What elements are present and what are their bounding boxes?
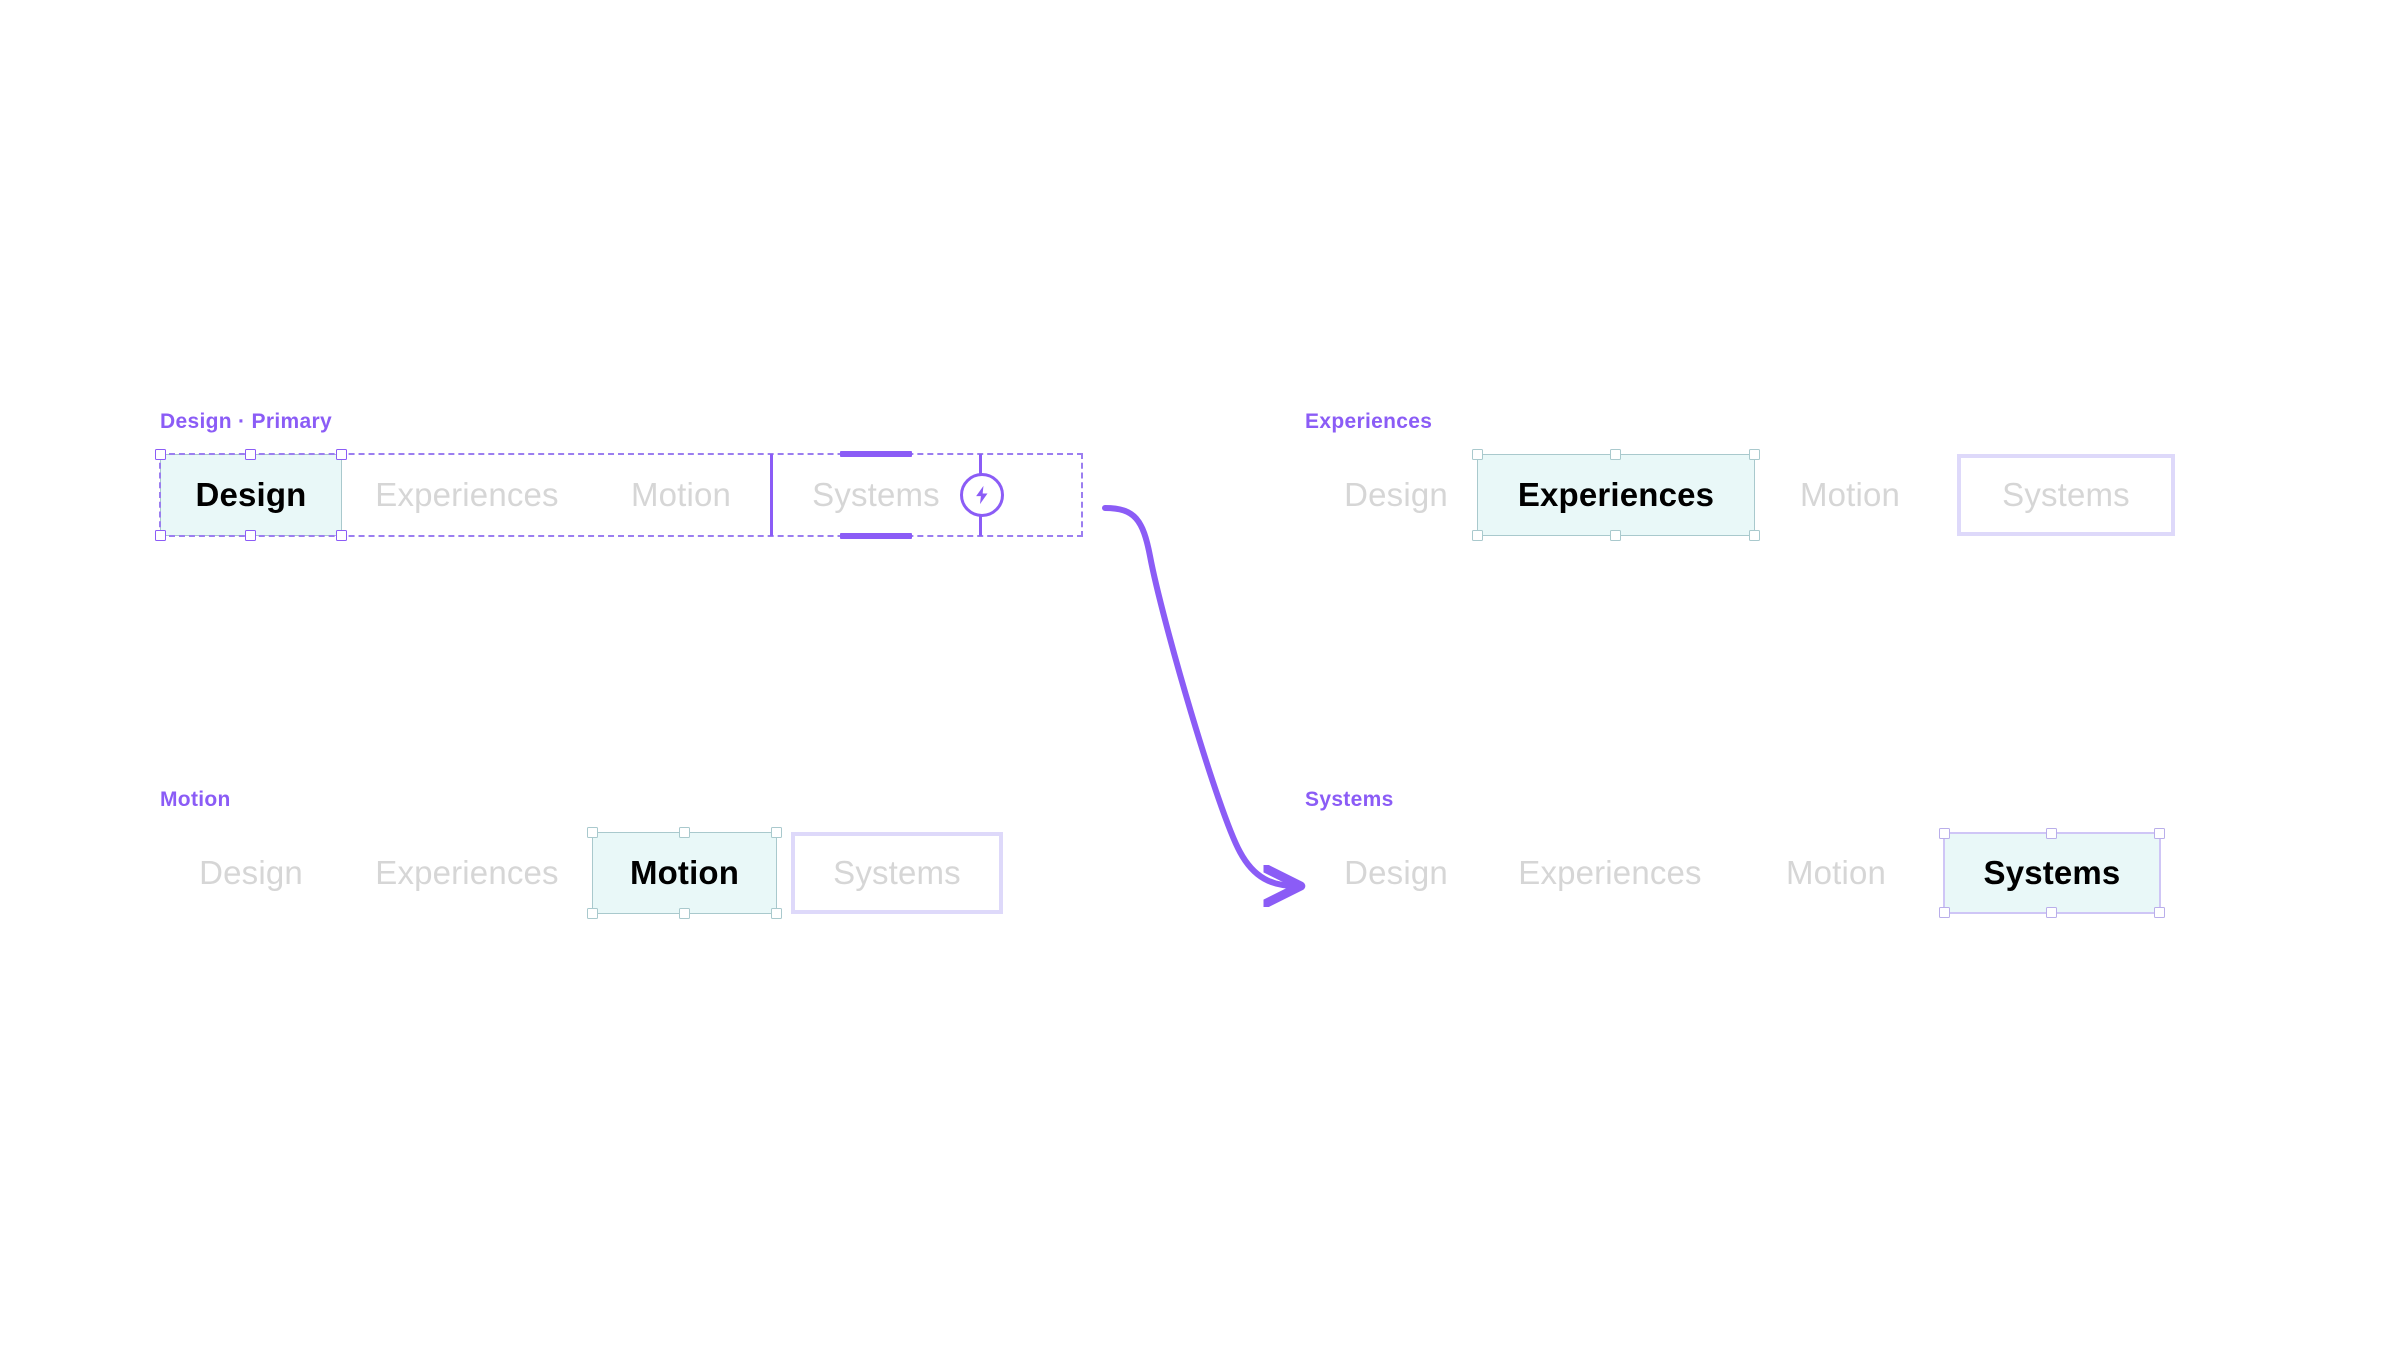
resize-handle-top-center[interactable] <box>1610 449 1621 460</box>
segment-label: Systems <box>1983 854 2121 891</box>
segment-experiences[interactable]: Experiences <box>342 832 592 914</box>
segment-label: Experiences <box>375 854 559 891</box>
resize-handle-top-left[interactable] <box>155 449 166 460</box>
segment-label: Design <box>195 476 307 513</box>
resize-handle-top-left[interactable] <box>1939 828 1950 839</box>
segment-label: Experiences <box>1518 854 1702 891</box>
segmented-control-motion: Design Experiences Motion Systems <box>160 827 1003 919</box>
resize-handle-bottom-left[interactable] <box>1472 530 1483 541</box>
resize-handle-bottom-center[interactable] <box>678 908 690 919</box>
segmented-control-systems: Design Experiences Motion Systems <box>1305 828 2165 918</box>
segment-label: Systems <box>812 476 940 513</box>
resize-handle-bottom-left[interactable] <box>587 908 598 919</box>
lightning-bolt-badge[interactable] <box>960 473 1004 517</box>
segment-label: Motion <box>630 476 732 513</box>
resize-handle-bottom-center[interactable] <box>1610 530 1621 541</box>
segment-systems[interactable]: Systems <box>770 451 982 539</box>
segment-motion[interactable]: Motion <box>1755 454 1945 536</box>
segment-label: Systems <box>833 854 961 891</box>
segment-label: Motion <box>629 854 740 891</box>
resize-handle-top-center[interactable] <box>2046 828 2057 839</box>
panel-label-systems: Systems <box>1305 788 1394 811</box>
segment-experiences[interactable]: Experiences <box>1472 449 1760 541</box>
segment-label: Motion <box>1785 854 1887 891</box>
panel-label-design-primary: Design · Primary <box>160 410 332 433</box>
systems-focus-frame <box>770 451 982 539</box>
segment-label: Design <box>1344 476 1448 513</box>
resize-handle-top-center[interactable] <box>678 827 690 838</box>
segment-motion[interactable]: Motion <box>1741 832 1931 914</box>
connector-path <box>1102 505 1296 886</box>
panel-label-experiences: Experiences <box>1305 410 1433 433</box>
frame-edge-left <box>770 454 773 536</box>
bolt-icon <box>976 485 988 505</box>
segment-design[interactable]: Design <box>155 449 347 541</box>
segmented-control-experiences: Design Experiences Motion Systems <box>1305 449 2175 541</box>
segment-experiences[interactable]: Experiences <box>342 454 592 536</box>
resize-handle-bottom-right[interactable] <box>1749 530 1760 541</box>
segment-label: Systems <box>2002 476 2130 513</box>
segment-label: Design <box>1344 854 1448 891</box>
resize-handle-top-right[interactable] <box>336 449 347 460</box>
resize-handle-top-left[interactable] <box>587 827 598 838</box>
resize-handle-top-right[interactable] <box>1749 449 1760 460</box>
resize-handle-top-left[interactable] <box>1472 449 1483 460</box>
frame-handle-top[interactable] <box>840 451 912 457</box>
resize-handle-bottom-center[interactable] <box>245 530 256 541</box>
resize-handle-top-center[interactable] <box>245 449 256 460</box>
segment-label: Experiences <box>1517 476 1715 513</box>
resize-handle-bottom-right[interactable] <box>336 530 347 541</box>
resize-handle-top-right[interactable] <box>771 827 782 838</box>
segment-label: Design <box>199 854 303 891</box>
resize-handle-bottom-left[interactable] <box>1939 907 1950 918</box>
segment-systems[interactable]: Systems <box>1957 454 2175 536</box>
segment-label: Experiences <box>375 476 559 513</box>
segmented-control-design-primary: Design Experiences Motion Systems <box>155 449 982 541</box>
panel-label-motion: Motion <box>160 788 231 811</box>
segment-design[interactable]: Design <box>160 832 342 914</box>
frame-handle-bottom[interactable] <box>840 533 912 539</box>
segment-systems[interactable]: Systems <box>791 832 1003 914</box>
segment-design[interactable]: Design <box>1305 454 1487 536</box>
segment-motion[interactable]: Motion <box>587 827 782 919</box>
segment-systems[interactable]: Systems <box>1939 828 2165 918</box>
segment-experiences[interactable]: Experiences <box>1479 832 1741 914</box>
segment-motion[interactable]: Motion <box>592 454 770 536</box>
resize-handle-top-right[interactable] <box>2154 828 2165 839</box>
resize-handle-bottom-center[interactable] <box>2046 907 2057 918</box>
segment-label: Motion <box>1799 476 1901 513</box>
resize-handle-bottom-right[interactable] <box>771 908 782 919</box>
resize-handle-bottom-left[interactable] <box>155 530 166 541</box>
segment-design[interactable]: Design <box>1305 832 1487 914</box>
resize-handle-bottom-right[interactable] <box>2154 907 2165 918</box>
